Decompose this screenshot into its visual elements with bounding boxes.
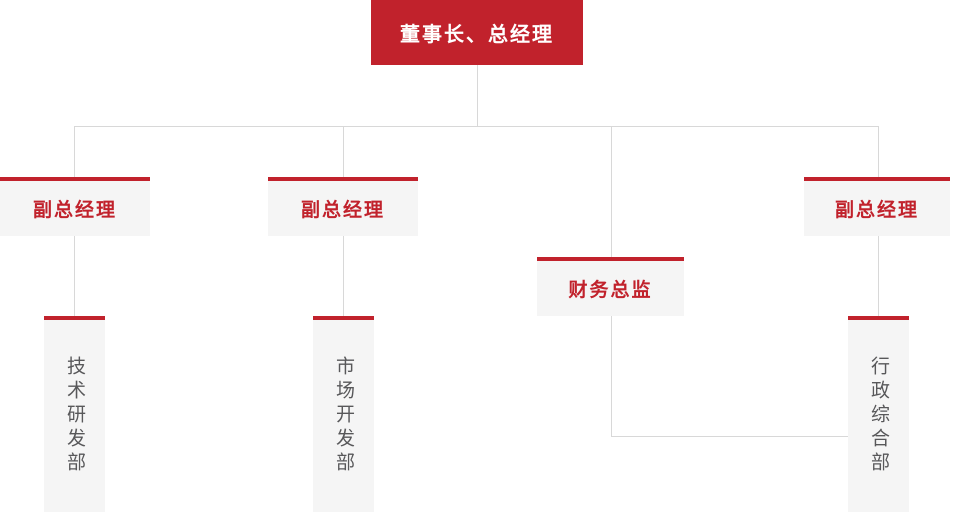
connector-finance-director-down bbox=[611, 316, 612, 436]
connector-vice-gm-1-to-dept bbox=[74, 236, 75, 316]
node-admin-general-department: 行政综合部 bbox=[848, 316, 909, 512]
connector-vice-gm-3-to-dept bbox=[878, 236, 879, 316]
connector-drop-finance-director bbox=[611, 126, 612, 257]
node-tech-rd-department: 技术研发部 bbox=[44, 316, 105, 512]
connector-vice-gm-2-to-dept bbox=[343, 236, 344, 316]
node-vice-general-manager-1: 副总经理 bbox=[0, 177, 150, 236]
connector-root-drop bbox=[477, 65, 478, 126]
connector-drop-vice-gm-2 bbox=[343, 126, 344, 177]
node-vice-general-manager-3: 副总经理 bbox=[804, 177, 950, 236]
node-chairman-general-manager: 董事长、总经理 bbox=[371, 0, 583, 65]
connector-drop-vice-gm-1 bbox=[74, 126, 75, 177]
node-market-development-department: 市场开发部 bbox=[313, 316, 374, 512]
connector-drop-vice-gm-3 bbox=[878, 126, 879, 177]
node-vice-general-manager-2: 副总经理 bbox=[268, 177, 418, 236]
node-finance-director: 财务总监 bbox=[537, 257, 684, 316]
connector-finance-director-to-admin-dept bbox=[611, 436, 848, 437]
connector-main-horizontal bbox=[74, 126, 878, 127]
